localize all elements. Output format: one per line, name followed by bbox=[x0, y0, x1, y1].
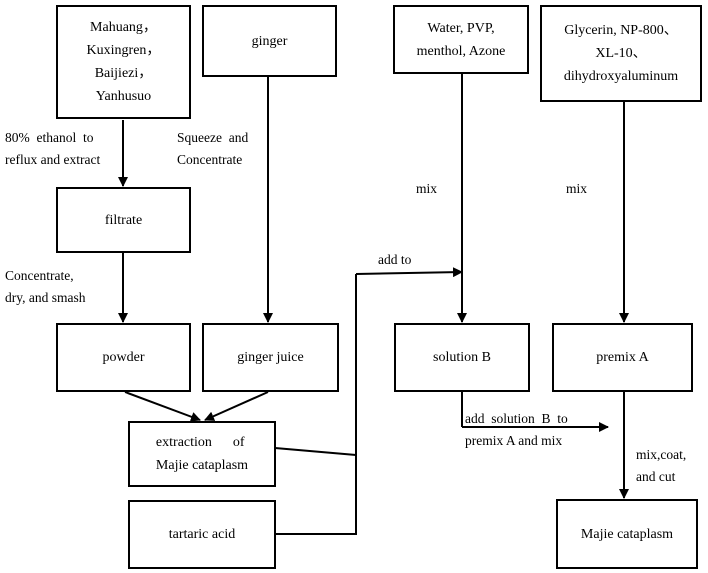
label-ethanol-reflux: 80% ethanol to reflux and extract bbox=[5, 127, 100, 171]
label-mix-left: mix bbox=[416, 181, 438, 196]
glycerin-line-1: Glycerin, NP-800、 bbox=[564, 23, 678, 38]
powder-label: powder bbox=[102, 350, 145, 365]
ginger-juice-label: ginger juice bbox=[237, 350, 304, 365]
majie-cataplasm-label: Majie cataplasm bbox=[580, 526, 674, 542]
herb-kuxingren: Kuxingren， bbox=[86, 43, 161, 58]
add-solution-line-2: premix A and mix bbox=[465, 433, 563, 448]
label-add-to: add to bbox=[378, 252, 412, 267]
solution-b-label: solution B bbox=[433, 350, 491, 365]
ethanol-line-2: reflux and extract bbox=[5, 152, 101, 167]
arrow-juice-to-extraction bbox=[204, 391, 269, 421]
concentrate-line-1: Concentrate, bbox=[5, 268, 74, 283]
box-filtrate: filtrate bbox=[56, 187, 191, 253]
label-add-solution-b: add solution B to premix A and mix bbox=[465, 408, 568, 452]
arrow-powder-to-extraction bbox=[124, 391, 201, 422]
box-majie-cataplasm: Majie cataplasm bbox=[556, 499, 698, 569]
arrow-add-to-solution-b bbox=[355, 267, 463, 278]
box-solution-b: solution B bbox=[394, 323, 530, 392]
squeeze-line-2: Concentrate bbox=[177, 152, 243, 167]
label-concentrate-dry-smash: Concentrate, dry, and smash bbox=[5, 265, 86, 309]
glycerin-line-3: dihydroxyaluminum bbox=[563, 69, 679, 84]
herb-yanhusuo: Yanhusuo bbox=[95, 89, 152, 104]
box-extraction: extraction of Majie cataplasm bbox=[128, 421, 276, 487]
glycerin-line-2: XL-10、 bbox=[595, 46, 647, 61]
ginger-label: ginger bbox=[251, 33, 288, 49]
box-powder: powder bbox=[56, 323, 191, 392]
tartaric-acid-label: tartaric acid bbox=[168, 527, 236, 542]
label-mix-right: mix bbox=[566, 181, 588, 196]
box-ginger: ginger bbox=[202, 5, 337, 77]
mix-coat-line-1: mix,coat, bbox=[636, 447, 687, 462]
box-herbs: Mahuang， Kuxingren， Baijiezi， Yanhusuo bbox=[56, 5, 191, 119]
box-ginger-juice: ginger juice bbox=[202, 323, 339, 392]
squeeze-line-1: Squeeze and bbox=[177, 130, 249, 145]
herb-mahuang: Mahuang， bbox=[90, 20, 157, 35]
extraction-line-1: extraction of bbox=[155, 435, 245, 450]
line-tartaric-join bbox=[275, 274, 357, 535]
label-mix-coat-cut: mix,coat, and cut bbox=[636, 444, 686, 488]
herb-baijiezi: Baijiezi， bbox=[94, 66, 153, 81]
box-tartaric-acid: tartaric acid bbox=[128, 500, 276, 569]
filtrate-label: filtrate bbox=[104, 212, 143, 228]
water-line-2: menthol, Azone bbox=[416, 43, 506, 59]
line-extraction-join bbox=[274, 447, 357, 456]
label-squeeze-concentrate: Squeeze and Concentrate bbox=[177, 127, 248, 171]
box-premix-a: premix A bbox=[552, 323, 693, 392]
box-glycerin: Glycerin, NP-800、 XL-10、 dihydroxyalumin… bbox=[540, 5, 702, 102]
water-line-1: Water, PVP, bbox=[427, 20, 495, 36]
premix-a-label: premix A bbox=[596, 350, 649, 365]
ethanol-line-1: 80% ethanol to bbox=[5, 130, 94, 145]
box-water-pvp: Water, PVP, menthol, Azone bbox=[393, 5, 529, 74]
add-solution-line-1: add solution B to bbox=[465, 411, 568, 426]
mix-coat-line-2: and cut bbox=[636, 469, 676, 484]
concentrate-line-2: dry, and smash bbox=[5, 290, 86, 305]
extraction-line-2: Majie cataplasm bbox=[155, 458, 249, 473]
